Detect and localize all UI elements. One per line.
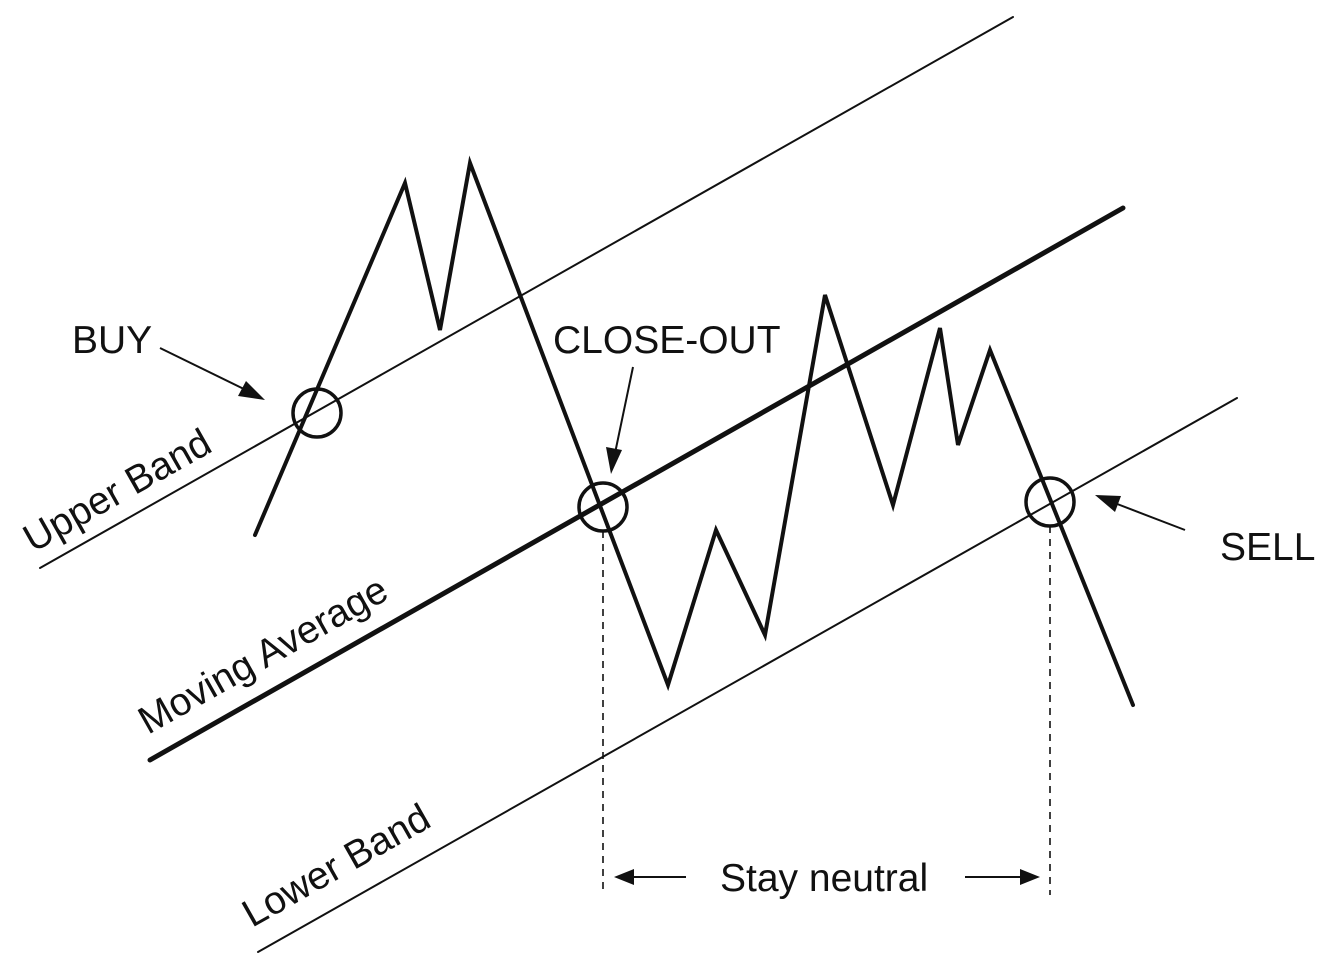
sell-label: SELL (1220, 526, 1315, 569)
buy-arrow (159, 347, 265, 400)
close-out-label: CLOSE-OUT (553, 319, 781, 362)
stay-neutral-left-arrow (614, 869, 686, 885)
upper-band-label: Upper Band (16, 421, 218, 561)
stay-neutral-right-arrow (965, 869, 1040, 885)
upper-band-line (39, 16, 1014, 569)
buy-signal-circle (291, 387, 343, 439)
close-out-signal-circle (577, 481, 629, 533)
stay-neutral-label: Stay neutral (720, 857, 928, 900)
buy-label: BUY (72, 319, 152, 362)
lower-band-line (257, 397, 1238, 953)
lower-band-label: Lower Band (235, 796, 437, 936)
close-out-arrow (606, 366, 634, 474)
moving-average-line (147, 205, 1126, 763)
moving-average-label: Moving Average (131, 568, 395, 743)
price-line (253, 155, 1135, 707)
sell-arrow (1095, 495, 1186, 531)
